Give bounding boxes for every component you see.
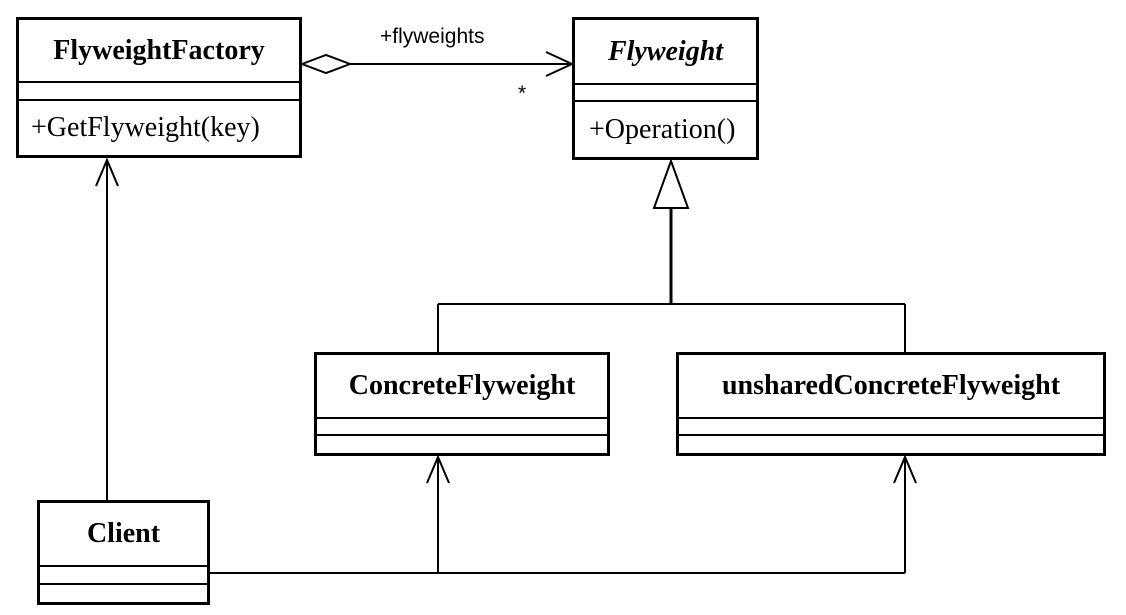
aggregation-connector: [299, 51, 575, 77]
flyweights-role-label: +flyweights: [380, 25, 485, 48]
class-name: ConcreteFlyweight: [348, 370, 576, 401]
class-flyweight[interactable]: Flyweight +Operation(): [572, 17, 759, 160]
flyweights-multiplicity-label: *: [518, 82, 527, 105]
class-name: FlyweightFactory: [53, 34, 265, 66]
attributes-compartment: [40, 565, 207, 583]
class-name: Flyweight: [607, 35, 724, 67]
class-concrete-flyweight[interactable]: ConcreteFlyweight: [314, 352, 610, 456]
concrete-arrowhead: [426, 454, 450, 484]
aggregation-diamond: [299, 53, 353, 75]
factory-arrowhead: [95, 157, 119, 187]
class-name: Client: [86, 518, 161, 549]
client-concrete-connector: [210, 454, 917, 574]
client-factory-connector: [95, 157, 119, 500]
generalization-triangle: [652, 158, 690, 209]
unshared-arrowhead: [893, 454, 917, 484]
attributes-compartment: [317, 417, 607, 434]
attributes-compartment: [19, 81, 299, 99]
operation: +GetFlyweight(key): [19, 99, 299, 155]
operations-compartment: [679, 434, 1103, 453]
class-client[interactable]: Client: [37, 500, 210, 605]
operations-compartment: [317, 434, 607, 453]
operation: +Operation(): [575, 100, 756, 157]
attributes-compartment: [575, 83, 756, 100]
generalization-connector: [437, 158, 906, 352]
operations-compartment: [40, 583, 207, 602]
attributes-compartment: [679, 417, 1103, 434]
class-flyweight-factory[interactable]: FlyweightFactory +GetFlyweight(key): [16, 17, 302, 158]
class-unshared-concrete-flyweight[interactable]: unsharedConcreteFlyweight: [676, 352, 1106, 456]
class-name: unsharedConcreteFlyweight: [721, 370, 1061, 401]
